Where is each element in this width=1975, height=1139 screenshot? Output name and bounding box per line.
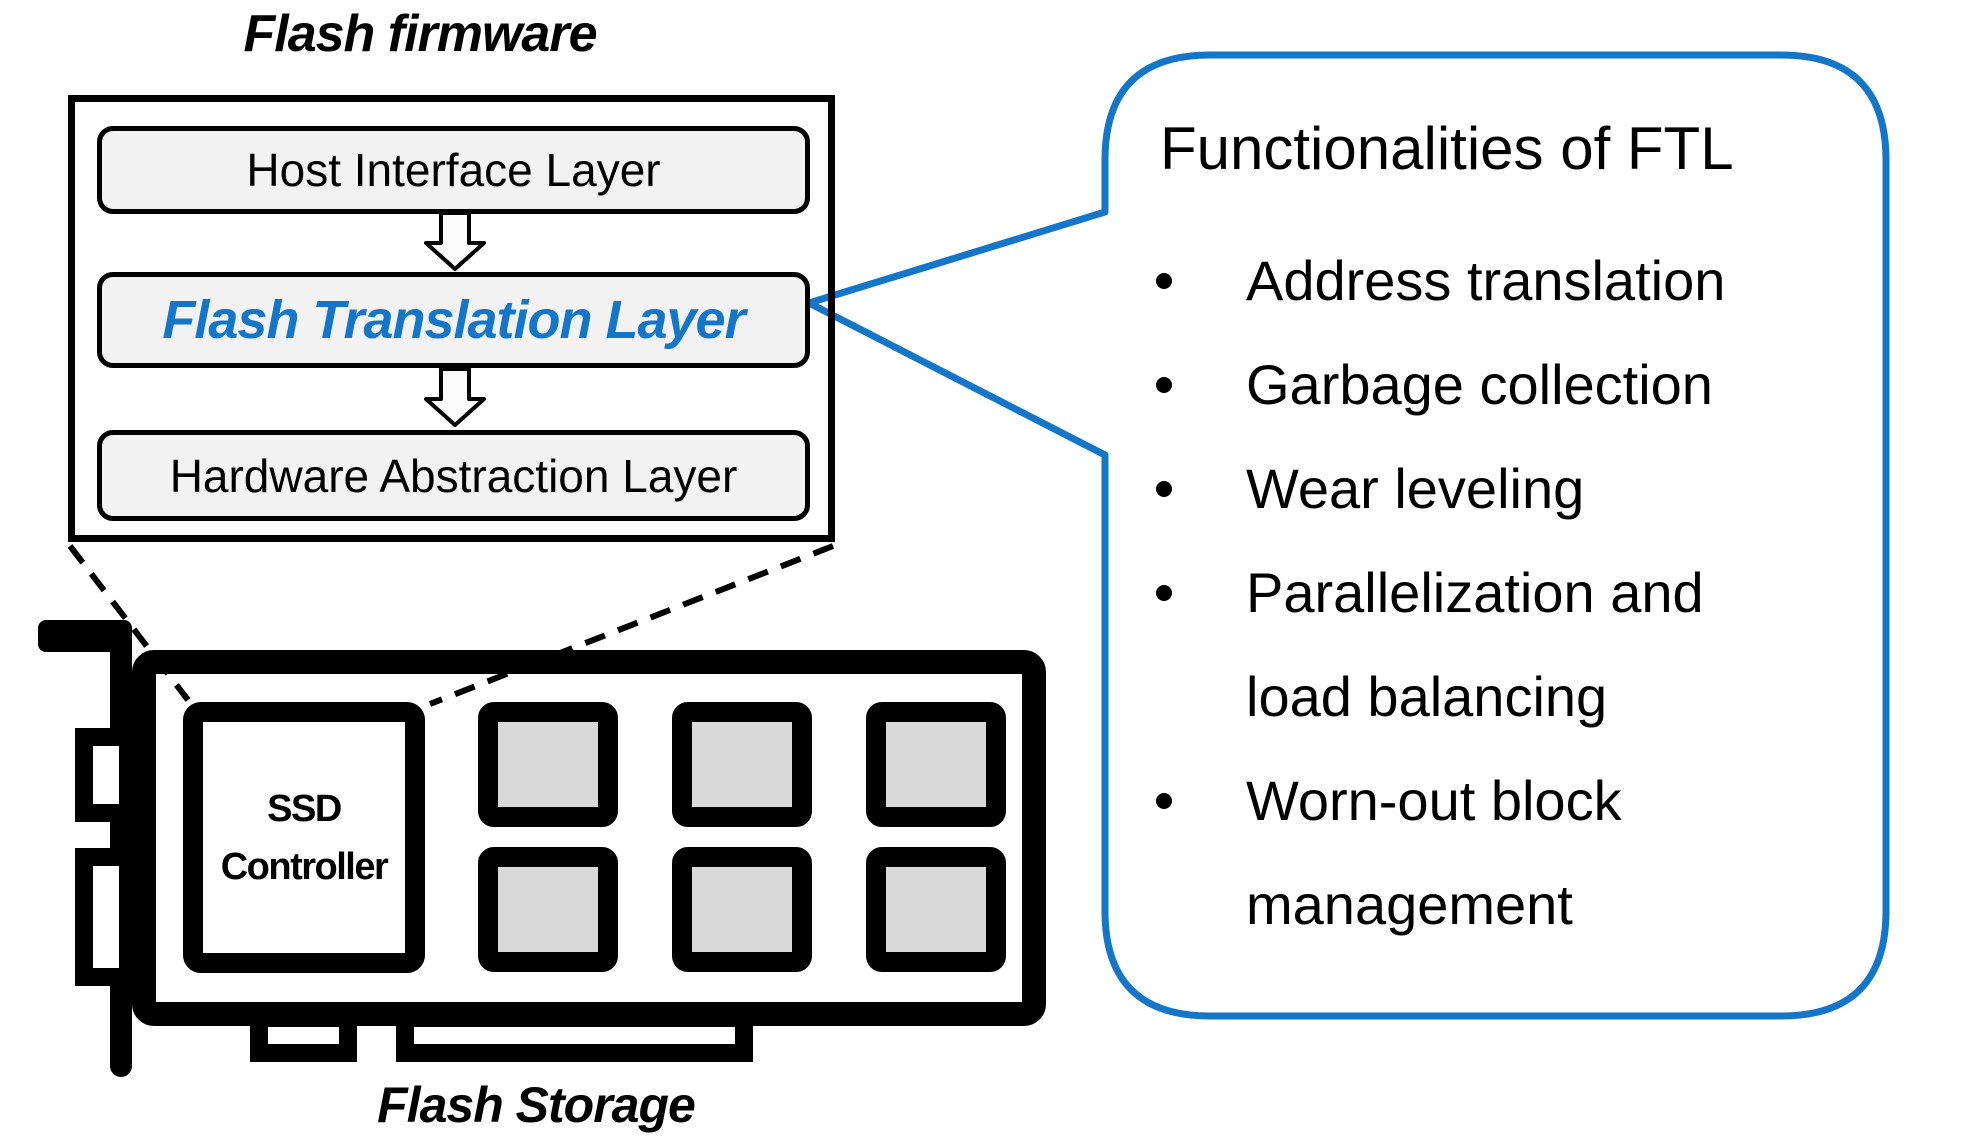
- down-arrow-icon: [424, 211, 486, 271]
- layer-flash-translation: Flash Translation Layer: [97, 272, 810, 368]
- layer-host-interface: Host Interface Layer: [97, 126, 810, 214]
- bracket-bump-icon: [75, 728, 137, 822]
- flash-storage-caption: Flash Storage: [377, 1077, 696, 1133]
- flash-chip-icon: [672, 702, 812, 827]
- down-arrow-icon: [424, 367, 486, 427]
- ftl-function-item: Wear leveling: [1152, 437, 1725, 541]
- ftl-function-item: Garbage collection: [1152, 333, 1725, 437]
- ssd-card-icon: [38, 620, 1046, 1077]
- bracket-tab-icon: [38, 620, 132, 652]
- flash-chip-icon: [866, 847, 1006, 972]
- callout-bubble-shape: [805, 51, 1890, 1020]
- firmware-title: Flash firmware: [243, 5, 597, 63]
- connector-tab-icon: [250, 1009, 357, 1062]
- flash-chip-icon: [478, 847, 618, 972]
- ssd-controller-label-line1: SSD: [267, 787, 342, 830]
- flash-chip-icon: [866, 702, 1006, 827]
- ftl-function-item: Address translation: [1152, 229, 1725, 333]
- magnifier-dashed-line: [428, 543, 835, 707]
- layer-hardware-abstraction: Hardware Abstraction Layer: [97, 430, 810, 521]
- flash-chip-icon: [478, 702, 618, 827]
- ssd-controller-label: SSD Controller: [183, 702, 425, 973]
- bubble-title: Functionalities of FTL: [1160, 115, 1734, 182]
- layer-ftl-label: Flash Translation Layer: [162, 290, 745, 350]
- firmware-box: [68, 95, 835, 542]
- connector-tab-icon: [396, 1009, 753, 1062]
- layer-hal-label: Hardware Abstraction Layer: [169, 449, 738, 502]
- flash-chip-icon: [672, 847, 812, 972]
- ssd-controller-label-line2: Controller: [220, 845, 389, 888]
- bracket-bump-icon: [75, 848, 137, 986]
- layer-host-label: Host Interface Layer: [246, 144, 661, 196]
- ssd-controller-box: [183, 702, 425, 973]
